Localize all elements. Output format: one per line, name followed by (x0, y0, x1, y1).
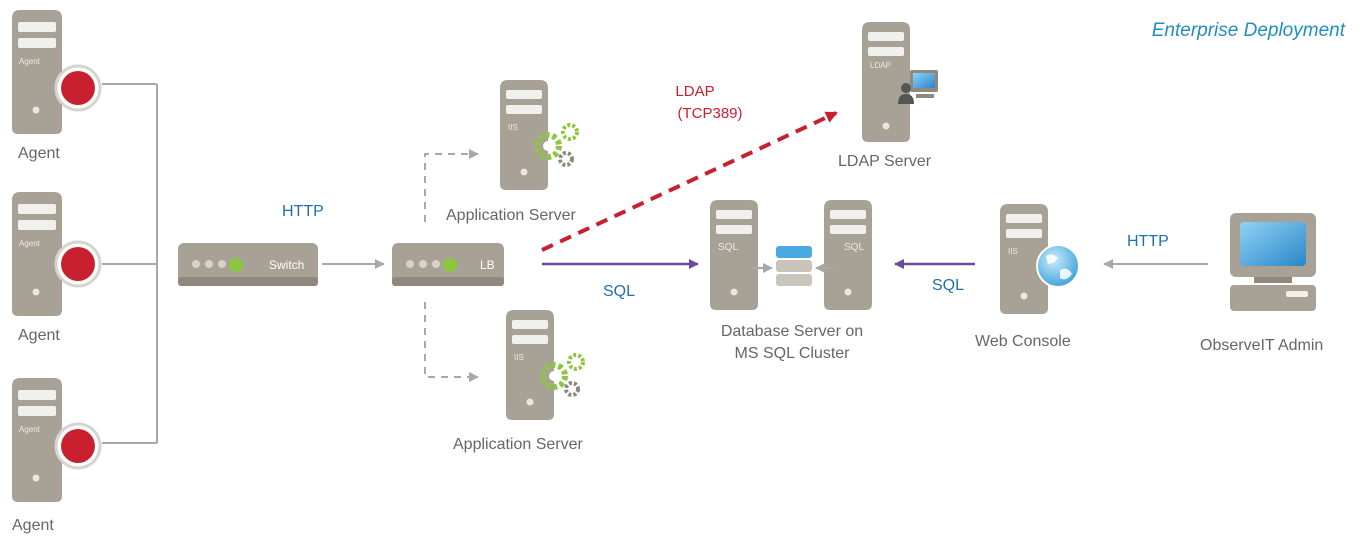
lb-tag: LB (480, 258, 495, 272)
edge-label-http-agents: HTTP (282, 203, 324, 220)
agent-label-3: Agent (12, 517, 54, 534)
globe-icon (1036, 244, 1080, 288)
agent-label-1: Agent (18, 145, 60, 162)
server-tag: IIS (508, 123, 518, 132)
gears-icon (534, 123, 579, 167)
server-tag: IIS (514, 353, 524, 362)
edge-label-sql-web: SQL (932, 277, 964, 294)
app-server-bottom: IIS (506, 310, 585, 420)
web-console-label: Web Console (975, 333, 1071, 350)
agent-node-1: Agent (12, 10, 102, 134)
monitor-screen (1240, 222, 1306, 266)
user-computer-icon (898, 70, 938, 104)
edge-label-http-admin: HTTP (1127, 233, 1169, 250)
ldap-server-label: LDAP Server (838, 153, 932, 170)
app-server-top: IIS (500, 80, 579, 190)
ldap-server-node: LDAP (862, 22, 938, 142)
server-tag: SQL (718, 242, 738, 253)
web-console-node: IIS (1000, 204, 1080, 314)
agent-connector (102, 83, 158, 444)
admin-workstation-node (1230, 213, 1316, 311)
switch-node: Switch (178, 243, 318, 286)
agent-tag: Agent (19, 57, 41, 66)
switch-status-icon (229, 258, 243, 272)
agent-label-2: Agent (18, 327, 60, 344)
agent-tag: Agent (19, 239, 41, 248)
database-label-line1: Database Server on (721, 323, 863, 340)
database-label-line2: MS SQL Cluster (735, 345, 851, 362)
sql-server-left: SQL (710, 200, 758, 310)
switch-tag: Switch (269, 258, 304, 272)
edge-lb-ldap (541, 111, 838, 252)
lb-status-icon (443, 258, 457, 272)
app-server-top-label: Application Server (446, 207, 577, 224)
app-server-bottom-label: Application Server (453, 436, 584, 453)
load-balancer-node: LB (392, 243, 504, 286)
server-tag: SQL (844, 242, 864, 253)
edge-lb-app-servers (424, 149, 479, 382)
agent-tag: Agent (19, 425, 41, 434)
server-tag: LDAP (870, 61, 891, 70)
edge-label-ldap: LDAP (675, 83, 714, 100)
database-cluster-node: SQL SQL (710, 200, 872, 310)
admin-label: ObserveIT Admin (1200, 337, 1323, 354)
server-tag: IIS (1008, 247, 1018, 256)
agent-node-2: Agent (12, 192, 102, 316)
database-icon (776, 246, 812, 286)
edge-label-sql-lb: SQL (603, 283, 635, 300)
diagram-title: Enterprise Deployment (1152, 20, 1346, 41)
sql-server-right: SQL (824, 200, 872, 310)
edge-label-ldap-port: (TCP389) (677, 105, 742, 122)
agent-node-3: Agent (12, 378, 102, 502)
gears-icon (540, 353, 585, 397)
